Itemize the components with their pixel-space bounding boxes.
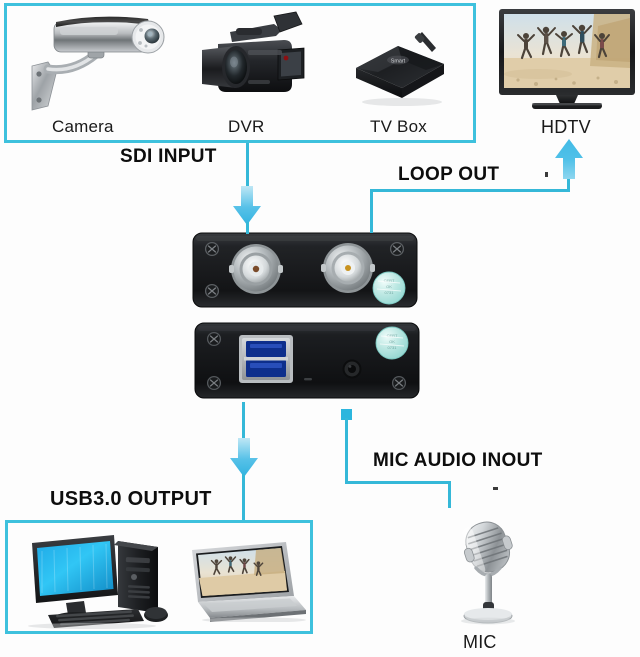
svg-text:OK: OK xyxy=(389,339,395,344)
retro-microphone-icon xyxy=(446,518,532,628)
sdi-input-connector-line xyxy=(246,143,249,191)
svg-text:OK: OK xyxy=(386,284,392,289)
sdi-input-arrow-down xyxy=(232,186,262,226)
hdtv-monitor-icon xyxy=(498,8,636,114)
loop-out-connector-drop xyxy=(567,175,570,191)
loop-out-tick-marker xyxy=(545,172,548,177)
sdi-input-bnc-port xyxy=(229,244,283,294)
label-sdi-input: SDI INPUT xyxy=(120,146,217,167)
caption-camera: Camera xyxy=(52,117,114,136)
sdi-input-connector-stub xyxy=(246,222,249,234)
holographic-label: CERT OK 0731 xyxy=(375,326,409,360)
holographic-label: CERT OK 0731 xyxy=(372,271,406,305)
usb-rear-panel: CERT OK 0731 xyxy=(194,321,420,401)
svg-text:CERT: CERT xyxy=(384,278,395,283)
sdi-loop-out-bnc-port xyxy=(321,243,375,293)
mic-audio-tick-marker xyxy=(493,487,498,490)
label-usb3-output: USB3.0 OUTPUT xyxy=(50,488,212,510)
camcorder-icon xyxy=(196,10,306,110)
usb-output-connector-line xyxy=(242,402,245,442)
svg-text:CERT: CERT xyxy=(387,333,398,338)
loop-out-connector-bridge xyxy=(370,189,570,192)
mic-audio-port-marker xyxy=(341,409,352,420)
caption-mic: MIC xyxy=(463,632,497,652)
svg-text:0731: 0731 xyxy=(385,290,395,295)
desktop-computer-icon xyxy=(22,527,180,629)
caption-dvr: DVR xyxy=(228,117,265,136)
bullet-cctv-camera-icon xyxy=(26,14,171,112)
laptop-icon xyxy=(182,540,308,622)
svg-text:Smart: Smart xyxy=(391,58,406,64)
caption-tv-box: TV Box xyxy=(370,117,427,136)
loop-out-arrow-up xyxy=(554,138,584,180)
mic-audio-connector-drop xyxy=(448,481,451,508)
usb-output-arrow-down xyxy=(229,438,259,478)
android-tv-box-icon: Smart xyxy=(348,24,460,108)
mic-audio-connector-bridge xyxy=(345,481,451,484)
loop-out-connector-riser xyxy=(370,189,373,233)
mic-audio-jack xyxy=(342,359,362,379)
usb3-type-b-port xyxy=(239,335,293,383)
sdi-front-panel: CERT OK 0731 xyxy=(192,231,418,310)
usb-output-connector-stub xyxy=(242,474,245,520)
mic-audio-connector-riser xyxy=(345,418,348,483)
svg-text:0731: 0731 xyxy=(388,345,398,350)
label-mic-audio-inout: MIC AUDIO INOUT xyxy=(373,450,543,471)
label-loop-out: LOOP OUT xyxy=(398,164,500,185)
caption-hdtv: HDTV xyxy=(541,117,591,137)
